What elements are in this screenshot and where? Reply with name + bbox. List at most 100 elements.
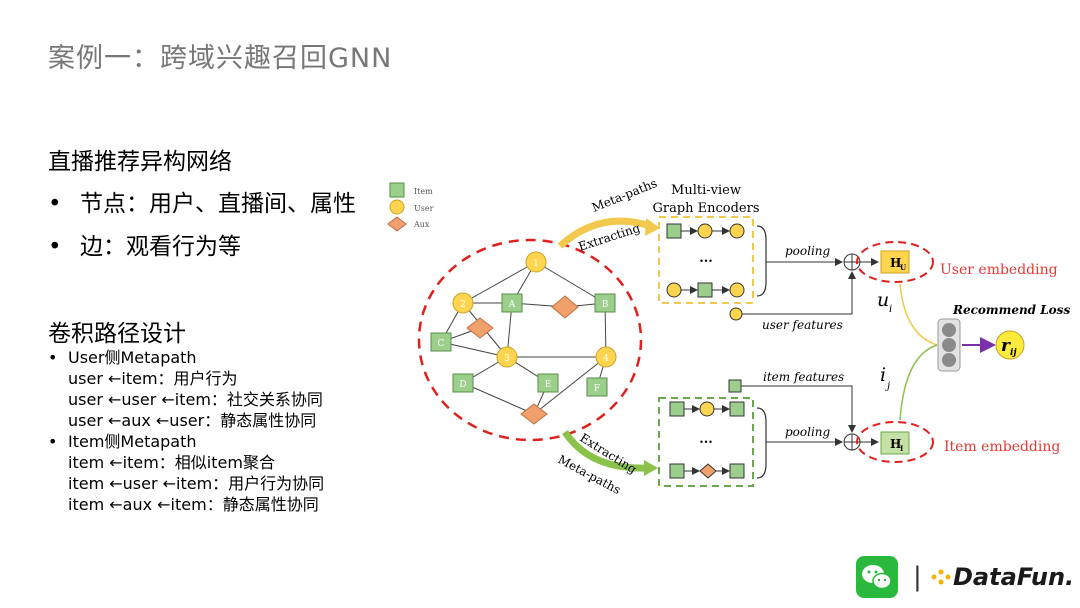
- extract-arrow-bottom-head: [644, 460, 658, 476]
- item-metapath-label: •Item侧Metapath: [48, 432, 197, 451]
- graph-nodes: 1 2 3 4 A B C D E F: [430, 251, 617, 425]
- ellipsis-top: ...: [699, 251, 713, 266]
- user-node-2-label: 2: [460, 300, 466, 310]
- item-metapath-line: item ←aux ←item：静态属性协同: [68, 495, 319, 514]
- user-embedding-label: User embedding: [940, 262, 1058, 278]
- bullet-dot: •: [48, 191, 62, 217]
- item-features-node: [728, 379, 742, 393]
- bullet-edges-text: 边：观看行为等: [80, 234, 241, 260]
- wechat-icon: [856, 556, 898, 598]
- bullet-nodes-text: 节点：用户、直播间、属性: [80, 191, 356, 217]
- recommend-loss-label: Recommend Loss: [952, 303, 1070, 317]
- rij-sub: ij: [1010, 348, 1017, 358]
- item-node-f: [586, 377, 608, 397]
- legend: Item User Aux: [387, 182, 434, 232]
- user-node-1-label: 1: [533, 259, 539, 269]
- slide-title: 案例一：跨域兴趣召回GNN: [48, 43, 393, 74]
- hi-sub: I: [900, 444, 903, 453]
- user-node-4: [595, 346, 617, 368]
- item-node-a: [501, 293, 523, 313]
- hu-sub: U: [900, 263, 906, 272]
- item-node-b-label: B: [602, 300, 609, 310]
- item-node-a-label: A: [508, 300, 516, 310]
- user-metapath-line: user ←user ←item：社交关系协同: [68, 390, 323, 409]
- legend-aux-label: Aux: [413, 220, 430, 229]
- user-to-loss-curve: [899, 283, 938, 346]
- section-heading-paths: 卷积路径设计: [48, 321, 186, 347]
- item-node-d-label: D: [459, 380, 466, 390]
- neuron: [942, 338, 956, 352]
- encoder-title-line1: Multi-view: [671, 183, 741, 198]
- hi-label: H: [890, 437, 901, 451]
- item-embedding-label: Item embedding: [944, 439, 1060, 455]
- extract-arrow-bottom: [562, 429, 649, 472]
- item-node-c: [430, 332, 452, 352]
- pooling-bracket-top: [756, 225, 767, 297]
- aux-node: [551, 295, 579, 319]
- yellow-circle-icon: [389, 199, 405, 215]
- bullet-edges: • 边：观看行为等: [48, 227, 241, 261]
- user-features-label: user features: [762, 318, 843, 332]
- user-features-node: [729, 307, 743, 321]
- extract-arrow-top-head: [645, 218, 660, 236]
- user-node-2: [452, 292, 474, 314]
- rij-node: [995, 330, 1025, 360]
- pooling-bottom-label: pooling: [785, 425, 831, 439]
- section-heading-network: 直播推荐异构网络: [48, 149, 232, 175]
- item-metapath-row-1: [669, 401, 745, 417]
- item-features-label: item features: [763, 370, 844, 384]
- hu-label: H: [890, 256, 901, 270]
- rij-label: r: [1001, 336, 1011, 356]
- user-metapath-line: user ←item：用户行为: [68, 369, 238, 388]
- hi-box: [880, 431, 910, 455]
- user-node-3-label: 3: [504, 354, 510, 364]
- item-to-loss-curve: [899, 344, 938, 421]
- item-node-e-label: E: [545, 380, 552, 390]
- datafun-logo: DataFun.: [953, 563, 1075, 591]
- hu-dashed-ellipse: [856, 241, 934, 283]
- item-node-e: [537, 373, 559, 393]
- neuron: [942, 323, 956, 337]
- i-symbol: i: [880, 364, 886, 386]
- u-symbol: u: [877, 289, 889, 311]
- item-node-f-label: F: [594, 384, 600, 394]
- extract-arrow-top: [557, 217, 652, 249]
- graph-dashed-ellipse: [417, 238, 643, 442]
- item-node-c-label: C: [438, 339, 445, 349]
- wechat-glyph: [862, 565, 892, 590]
- aux-node: [466, 317, 494, 339]
- item-features-line: [741, 385, 856, 433]
- hi-dashed-ellipse: [856, 421, 934, 463]
- ellipsis-bottom: ...: [699, 432, 713, 447]
- user-metapath-row-1: [666, 223, 745, 239]
- item-metapath-row-2: [669, 463, 745, 479]
- footer-separator: |: [913, 562, 922, 592]
- orange-diamond-icon: [387, 216, 407, 232]
- datafun-dots-icon: [930, 566, 952, 588]
- aux-node: [520, 403, 548, 425]
- legend-item-label: Item: [414, 187, 433, 196]
- neuron: [942, 353, 956, 367]
- bullet-dot: •: [48, 234, 62, 260]
- hu-box: [880, 250, 910, 274]
- encoder-title-line2: Graph Encoders: [652, 201, 759, 216]
- green-square-icon: [389, 182, 405, 198]
- user-metapath-line: user ←aux ←user：静态属性协同: [68, 411, 317, 430]
- item-encoder-box: [658, 397, 754, 487]
- item-node-b: [594, 293, 616, 313]
- user-node-4-label: 4: [603, 354, 609, 364]
- item-metapath-line: item ←item：相似item聚合: [68, 453, 275, 472]
- legend-user-label: User: [414, 204, 434, 213]
- item-metapath-line: item ←user ←item：用户行为协同: [68, 474, 325, 493]
- user-features-line: [742, 271, 856, 315]
- user-encoder-box: [658, 216, 754, 304]
- pooling-bracket-bottom: [756, 407, 767, 479]
- user-node-1: [525, 251, 547, 273]
- user-metapath-label: •User侧Metapath: [48, 348, 197, 367]
- bullet-nodes: • 节点：用户、直播间、属性: [48, 184, 356, 218]
- user-node-3: [496, 346, 518, 368]
- metapath-list: •User侧Metapath user ←item：用户行为 user ←use…: [48, 347, 324, 515]
- i-symbol-sub: j: [885, 381, 890, 392]
- u-symbol-sub: i: [889, 304, 892, 315]
